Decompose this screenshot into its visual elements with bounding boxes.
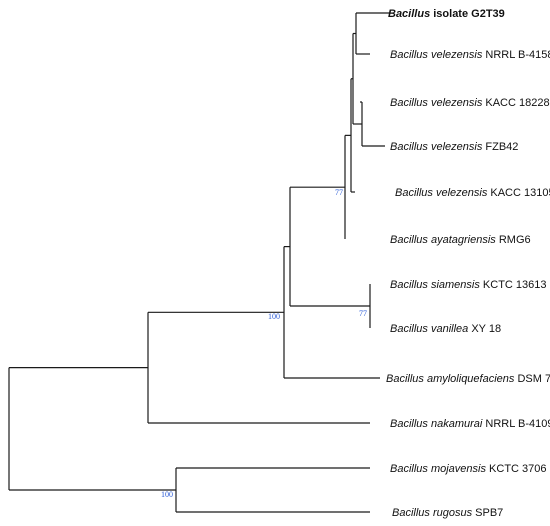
- bootstrap-value: 77: [335, 188, 343, 197]
- taxon-label: Bacillus nakamurai NRRL B-41091: [390, 418, 550, 430]
- taxon-strain: FZB42: [482, 141, 518, 153]
- taxon-label: Bacillus vanillea XY 18: [390, 323, 501, 335]
- taxon-genus: Bacillus: [388, 8, 430, 20]
- taxon-genus: Bacillus amyloliquefaciens: [386, 373, 515, 385]
- taxon-strain: NRRL B-41091: [482, 418, 550, 430]
- taxon-strain: isolate G2T39: [430, 8, 505, 20]
- taxon-strain: RMG6: [496, 234, 531, 246]
- taxon-strain: DSM 7: [514, 373, 550, 385]
- tree-branches: [8, 12, 390, 513]
- taxon-genus: Bacillus velezensis: [390, 141, 483, 153]
- taxon-strain: KACC 13105: [487, 187, 550, 199]
- taxon-genus: Bacillus velezensis: [395, 187, 488, 199]
- taxon-genus: Bacillus ayatagriensis: [390, 234, 496, 246]
- taxon-label: Bacillus siamensis KCTC 13613: [390, 279, 547, 291]
- taxon-label: Bacillus velezensis KACC 13105: [395, 187, 550, 199]
- taxon-label: Bacillus mojavensis KCTC 3706: [390, 463, 547, 475]
- taxon-strain: KCTC 13613: [480, 279, 547, 291]
- bootstrap-value: 100: [161, 490, 173, 499]
- taxon-label: Bacillus rugosus SPB7: [392, 507, 503, 519]
- bootstrap-value: 100: [268, 312, 280, 321]
- taxon-genus: Bacillus rugosus: [392, 507, 473, 519]
- taxon-genus: Bacillus vanillea: [390, 323, 468, 335]
- bootstrap-value: 77: [359, 309, 367, 318]
- taxon-genus: Bacillus velezensis: [390, 49, 483, 61]
- taxon-label: Bacillus velezensis KACC 18228: [390, 97, 550, 109]
- bootstrap-values: 77 77 100 100: [161, 188, 367, 499]
- taxon-strain: KACC 18228: [482, 97, 549, 109]
- taxon-genus: Bacillus nakamurai: [390, 418, 483, 430]
- taxon-label: Bacillus velezensis NRRL B-41580: [390, 49, 550, 61]
- taxon-strain: KCTC 3706: [486, 463, 547, 475]
- taxon-genus: Bacillus velezensis: [390, 97, 483, 109]
- taxon-strain: NRRL B-41580: [482, 49, 550, 61]
- taxon-strain: XY 18: [468, 323, 501, 335]
- taxon-label: Bacillus amyloliquefaciens DSM 7: [386, 373, 550, 385]
- taxon-label: Bacillus isolate G2T39: [388, 8, 505, 20]
- taxon-label: Bacillus ayatagriensis RMG6: [390, 234, 531, 246]
- taxon-genus: Bacillus mojavensis: [390, 463, 486, 475]
- taxon-strain: SPB7: [472, 507, 503, 519]
- taxon-genus: Bacillus siamensis: [390, 279, 480, 291]
- taxon-label: Bacillus velezensis FZB42: [390, 141, 518, 153]
